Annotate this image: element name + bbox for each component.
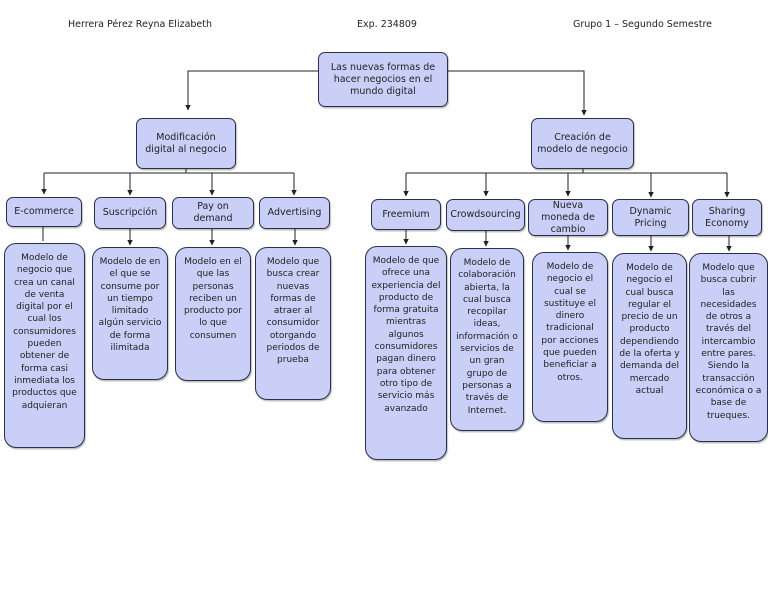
item-suscripcion: Suscripción	[94, 197, 166, 229]
desc-pay-on-demand: Modelo en el que las personas reciben un…	[175, 247, 251, 381]
desc-nueva-moneda: Modelo de negocio el cual se sustituye e…	[532, 252, 608, 422]
item-crowdsourcing: Crowdsourcing	[446, 199, 525, 231]
root-node: Las nuevas formas de hacer negocios en e…	[318, 52, 448, 107]
branch-left-node: Modificación digital al negocio	[136, 118, 236, 169]
desc-sharing-economy: Modelo que busca cubrir las necesidades …	[689, 253, 768, 442]
item-nueva-moneda: Nueva moneda de cambio	[528, 199, 608, 236]
group-label: Grupo 1 – Segundo Semestre	[573, 19, 712, 30]
file-number: Exp. 234809	[357, 19, 417, 30]
branch-right-node: Creación de modelo de negocio	[531, 118, 634, 169]
item-ecommerce: E-commerce	[6, 197, 82, 227]
desc-suscripcion: Modelo de en el que se consume por un ti…	[92, 247, 168, 380]
item-sharing-economy: Sharing Economy	[692, 199, 762, 236]
item-pay-on-demand: Pay on demand	[172, 197, 254, 229]
author-name: Herrera Pérez Reyna Elizabeth	[68, 19, 213, 30]
item-freemium: Freemium	[371, 199, 441, 230]
item-dynamic-pricing: Dynamic Pricing	[612, 199, 689, 236]
desc-dynamic-pricing: Modelo de negocio el cual busca regular …	[612, 253, 687, 439]
desc-crowdsourcing: Modelo de colaboración abierta, la cual …	[450, 248, 524, 431]
desc-advertising: Modelo que busca crear nuevas formas de …	[255, 247, 331, 400]
desc-freemium: Modelo de que ofrece una experiencia del…	[365, 246, 447, 460]
item-advertising: Advertising	[259, 197, 330, 229]
desc-ecommerce: Modelo de negocio que crea un canal de v…	[4, 243, 85, 448]
